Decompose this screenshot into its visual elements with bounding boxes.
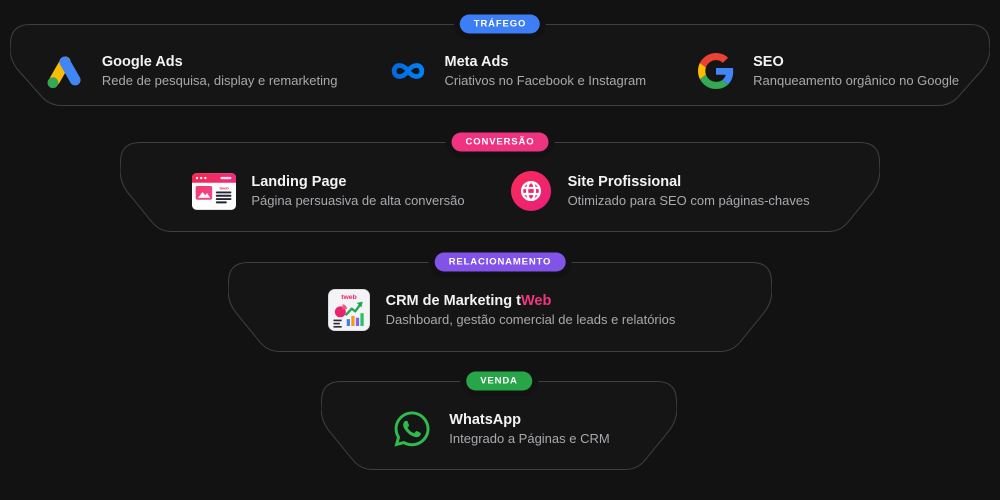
item-subtitle: Criativos no Facebook e Instagram [444,73,647,88]
item-title: Site Profissional [567,174,682,190]
site-globe-icon [507,170,555,212]
item-subtitle: Página persuasiva de alta conversão [251,193,465,208]
google-g-icon [692,53,740,89]
stage-items: WhatsApp Integrado a Páginas e CRM [321,381,677,470]
item-title: Meta Ads [444,54,509,70]
stage-outline [228,262,772,352]
funnel-item: WhatsApp Integrado a Páginas e CRM [388,409,610,449]
item-title-part: Web [520,293,552,309]
stage-badge: CONVERSÃO [451,132,549,152]
landing-page-icon: tweb [190,172,238,210]
svg-text:tweb: tweb [341,294,357,301]
funnel-item: Site Profissional Otimizado para SEO com… [507,170,810,212]
item-subtitle: Ranqueamento orgânico no Google [753,73,960,88]
stage-outline [321,381,677,470]
funnel-item: Meta Ads Criativos no Facebook e Instagr… [384,54,647,88]
item-title: WhatsApp [449,411,521,428]
svg-text:tweb: tweb [220,185,230,190]
whatsapp-icon [388,409,436,449]
funnel-stage-relacionamento: RELACIONAMENTO tweb CRM de Marketing tWe… [228,252,772,352]
item-subtitle: Dashboard, gestão comercial de leads e r… [385,312,676,327]
funnel-item: Google Ads Rede de pesquisa, display e r… [41,51,338,91]
stage-badge: TRÁFEGO [459,14,541,34]
stage-items: tweb Landing Page Página persuasiva de a… [120,142,880,232]
funnel-stage-venda: VENDA WhatsApp Integrado a Páginas e CRM [321,371,677,470]
item-title-part: CRM de Marketing t [385,293,521,309]
item-subtitle: Rede de pesquisa, display e remarketing [101,73,338,88]
item-title: Landing Page [251,174,347,190]
funnel-stage-conversão: CONVERSÃO tweb [120,132,880,232]
item-title: SEO [753,54,784,70]
stage-outline [120,142,880,232]
google-ads-icon [41,51,89,91]
funnel-item: SEO Ranqueamento orgânico no Google [692,53,959,89]
stage-badge: RELACIONAMENTO [434,252,566,272]
stage-items: tweb CRM de Marketing tWeb Dashboard, ge… [228,262,772,352]
stage-items: Google Ads Rede de pesquisa, display e r… [10,24,990,106]
funnel-item: tweb Landing Page Página persuasiva de a… [190,172,465,210]
funnel-item: tweb CRM de Marketing tWeb Dashboard, ge… [325,289,676,331]
crm-tweb-icon: tweb [325,289,373,331]
item-title: Google Ads [101,54,183,70]
stage-badge: VENDA [466,371,532,391]
meta-ads-icon [384,55,432,87]
item-subtitle: Integrado a Páginas e CRM [449,430,610,446]
item-subtitle: Otimizado para SEO com páginas-chaves [567,193,810,208]
item-title: CRM de Marketing tWeb [386,293,676,309]
stage-outline [10,24,990,106]
funnel-stage-tráfego: TRÁFEGO Google Ads Rede de pesquisa, dis… [10,14,990,106]
